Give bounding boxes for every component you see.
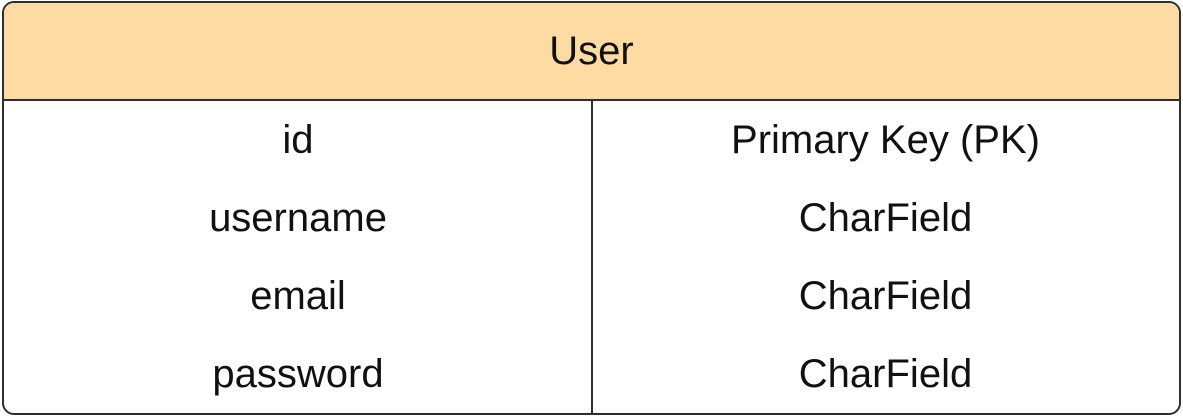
field-name-password: password: [212, 352, 384, 396]
field-names-column: id username email password: [4, 101, 592, 413]
entity-title: User: [4, 3, 1179, 101]
field-type-username: CharField: [798, 196, 973, 240]
field-name-id: id: [282, 118, 314, 162]
field-types-column: Primary Key (PK) CharField CharField Cha…: [592, 101, 1179, 413]
field-name-username: username: [209, 196, 387, 240]
field-type-email: CharField: [798, 274, 973, 318]
field-type-id: Primary Key (PK): [731, 118, 1040, 162]
field-name-email: email: [250, 274, 346, 318]
field-type-password: CharField: [798, 352, 973, 396]
entity-fields: id username email password Primary Key (…: [4, 101, 1179, 413]
column-divider: [591, 101, 593, 413]
